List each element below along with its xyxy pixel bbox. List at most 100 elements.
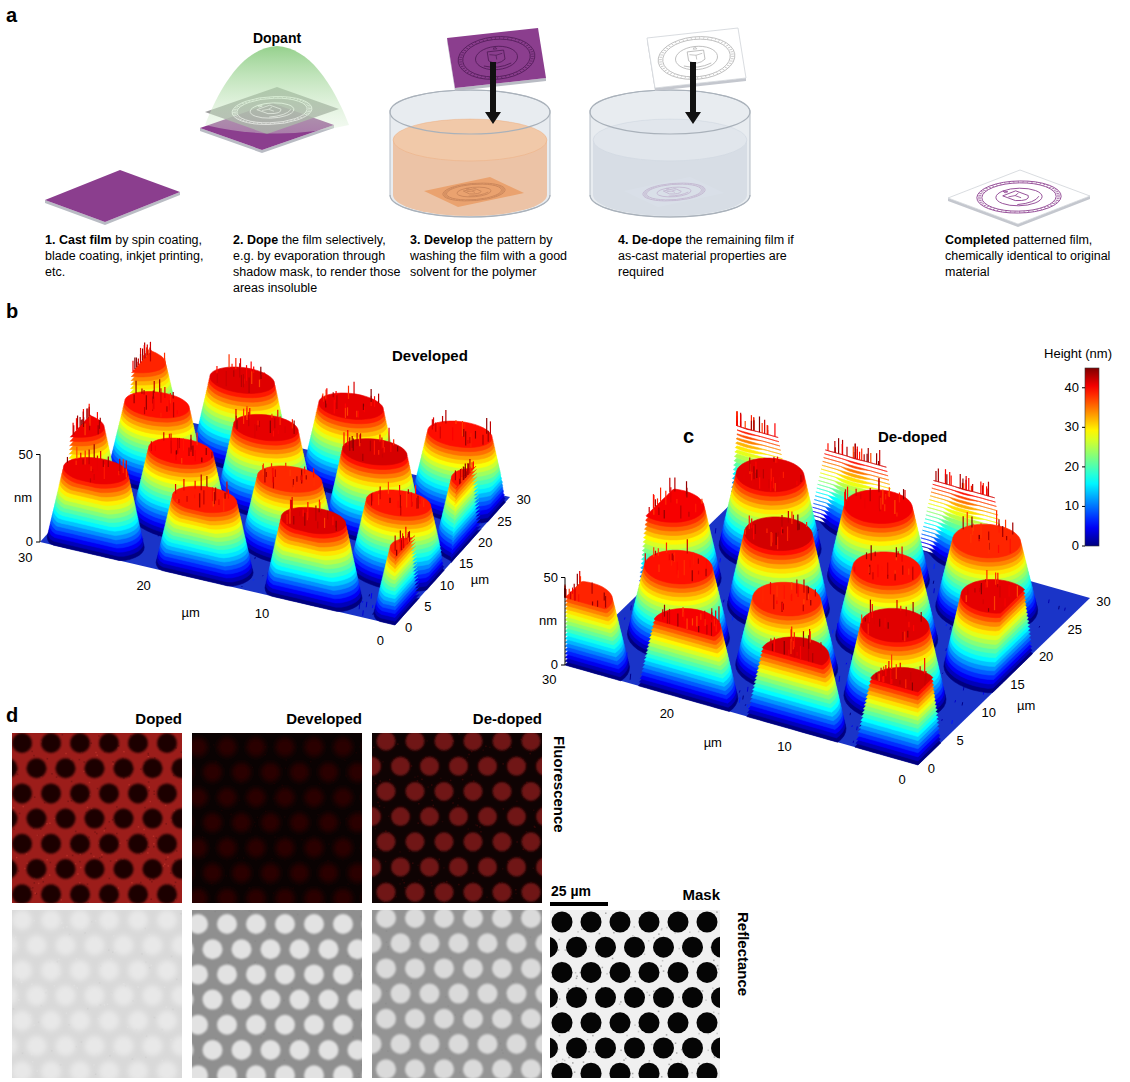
noise-spike [81,420,82,425]
seal-lettering [491,38,492,40]
seal-lettering [513,74,514,75]
seal-lettering [713,74,714,75]
noise-spike [736,411,737,426]
noise-spike [844,492,845,507]
noise-spike [764,420,765,434]
noise-spike [77,416,78,430]
noise-spike [80,453,81,463]
noise-spike [304,467,305,474]
noise-spike [215,487,216,500]
noise-spike [218,499,219,505]
noise-spike [655,499,656,506]
seal-lettering [1052,188,1055,190]
seal-lettering [1035,183,1038,184]
seal-lettering [528,47,531,49]
noise-spike [333,392,334,397]
seal-frame [959,174,1078,219]
noise-spike [468,463,469,474]
noise-spike [290,470,291,477]
noise-spike [753,420,754,430]
noise-spike [136,358,137,368]
film-surface [647,28,746,88]
noise-spike [98,425,99,434]
seal-lettering [526,45,529,47]
noise-spike [324,518,325,528]
noise-spike [753,418,754,431]
noise-spike [315,506,316,521]
surface-noise [745,704,747,705]
seal-book [689,53,703,60]
seal-lettering [670,73,672,74]
noise-spike [896,512,897,516]
noise-spike [352,436,353,448]
surface-noise [933,588,935,593]
noise-spike [93,474,94,480]
noise-spike [455,470,456,480]
noise-spike [360,433,361,443]
noise-spike [299,511,300,515]
noise-spike [190,439,191,452]
seal-lettering [1036,209,1039,211]
seal-lettering [1022,181,1025,182]
seal-lettering [659,59,662,60]
noise-spike [857,447,858,459]
surface-noise [849,713,851,715]
noise-spike [140,354,141,363]
surface-noise [846,663,848,665]
seal-lettering [497,77,498,79]
seal-lettering [462,68,465,70]
mesa-layer [844,490,912,524]
seal-lettering [479,41,480,42]
noise-spike [118,471,119,475]
seal-lettering [724,43,726,44]
noise-spike [488,431,489,442]
noise-spike [396,550,397,556]
noise-spike [402,533,403,549]
noise-spike [334,400,335,414]
noise-spike [73,425,74,435]
noise-spike [301,475,302,483]
noise-spike [946,474,947,484]
noise-spike [169,400,170,410]
seal-lettering [662,52,665,54]
noise-spike [467,440,468,444]
noise-spike [319,500,320,513]
seal-lettering [477,76,479,77]
seal-lettering [996,209,999,211]
noise-spike [206,486,207,501]
seal-lettering [499,37,501,39]
surface-noise [839,676,841,682]
noise-spike [380,487,381,500]
noise-spike [751,421,752,430]
noise-spike [899,493,900,503]
surface-noise [1048,599,1050,603]
noise-spike [759,416,760,432]
noise-spike [767,425,768,434]
down-arrow [685,62,701,124]
noise-spike [371,494,372,506]
noise-spike [243,409,244,424]
noise-spike [143,390,144,395]
noise-spike [89,407,90,416]
noise-spike [688,512,689,517]
noise-spike [356,411,357,418]
mesa-layer [210,367,275,393]
noise-spike [382,454,383,458]
film-surface [948,170,1090,224]
seal-lettering [509,75,510,77]
noise-spike [951,475,952,485]
seal-lettering [707,38,708,39]
dish-rim [590,90,750,134]
noise-spike [259,380,260,388]
noise-spike [76,422,77,430]
noise-spike [457,472,458,481]
noise-spike [206,476,207,487]
noise-spike [226,482,227,495]
noise-spike [406,492,407,508]
mesa-feature [156,475,253,587]
noise-spike [972,484,973,492]
seal-lettering [659,61,662,62]
noise-spike [389,498,390,503]
noise-spike [332,517,333,526]
noise-spike [178,499,179,503]
